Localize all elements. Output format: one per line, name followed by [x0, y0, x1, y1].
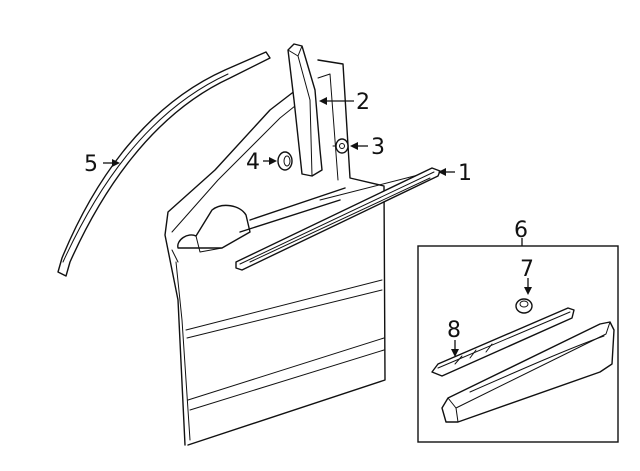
part-4-fastener: [277, 151, 293, 171]
part-1-belt-moulding: [235, 167, 441, 271]
leader-4: [263, 157, 277, 165]
callout-4: 4: [246, 150, 260, 175]
callout-5: 5: [84, 152, 98, 177]
callout-1: 1: [458, 161, 472, 186]
part-7-clip: [515, 298, 533, 314]
inset-box: [417, 238, 619, 443]
callout-7: 7: [520, 257, 534, 282]
leader-2: [319, 97, 354, 105]
callout-2: 2: [356, 90, 370, 115]
leader-3: [350, 142, 368, 150]
callout-3: 3: [371, 135, 385, 160]
callout-8: 8: [447, 318, 461, 343]
leader-5: [103, 159, 120, 167]
part-8-moulding-strip: [431, 307, 575, 377]
callout-6: 6: [514, 218, 528, 243]
leader-7: [524, 278, 532, 295]
leader-8: [451, 340, 459, 357]
front-door-outline: [164, 59, 431, 446]
part-3-clip: [332, 138, 349, 154]
door-lower-moulding: [441, 321, 615, 423]
part-5-frame-moulding: [57, 51, 271, 277]
part-2-pillar-applique: [287, 43, 323, 177]
leader-1: [438, 168, 455, 176]
